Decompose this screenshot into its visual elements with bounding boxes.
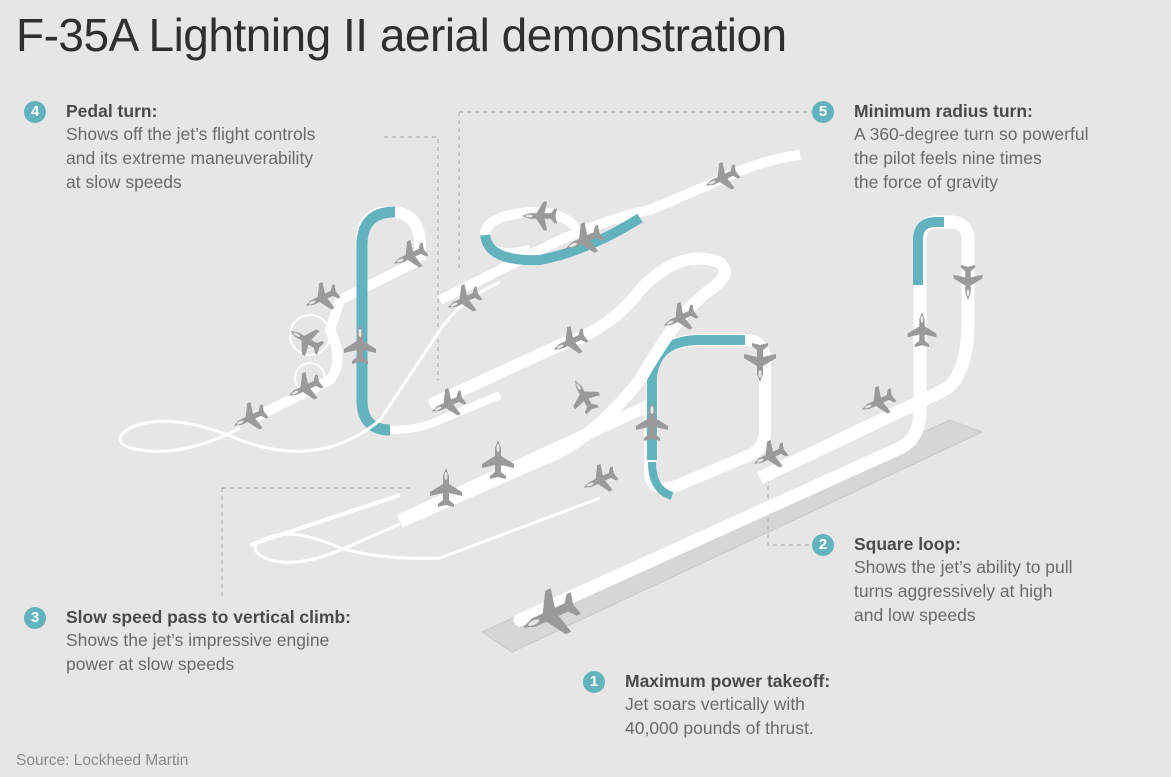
callout-text: Shows the jet’s impressive engine (66, 630, 330, 650)
callout-text: Shows the jet’s ability to pull (854, 557, 1073, 577)
page-title: F-35A Lightning II aerial demonstration (16, 9, 787, 61)
jet-icon (953, 264, 983, 300)
callout-heading: Minimum radius turn: (854, 101, 1033, 121)
callout-text: power at slow speeds (66, 654, 235, 674)
jet-icon (522, 201, 558, 231)
jet-icon (344, 325, 376, 364)
jet-icon (562, 373, 606, 419)
numbered-circle-icon: 5 (812, 101, 834, 123)
callout-heading: Maximum power takeoff: (625, 671, 831, 691)
leader-line-2 (767, 470, 812, 546)
callout-text: 40,000 pounds of thrust. (625, 718, 814, 738)
numbered-circle-icon: 4 (24, 101, 46, 123)
jet-icon (744, 343, 776, 382)
path-takeoff-climb (513, 215, 975, 627)
jet-icon (907, 312, 937, 348)
callout-text: turns aggressively at high (854, 581, 1053, 601)
callout-text: the pilot feels nine times (854, 148, 1042, 168)
jet-icon (699, 157, 744, 199)
callout-text: and its extreme maneuverability (66, 148, 314, 168)
leader-line-4 (384, 136, 439, 380)
path-minimum-radius-turn (437, 150, 801, 305)
callout-text: the force of gravity (854, 172, 998, 192)
numbered-circle-icon: 1 (583, 671, 605, 693)
callout-text: Shows off the jet’s flight controls (66, 124, 316, 144)
callout-heading: Pedal turn: (66, 101, 158, 121)
path-pedal-turn (118, 205, 502, 453)
leader-line-5 (458, 111, 812, 270)
callout-text: and low speeds (854, 605, 976, 625)
numbered-circle-icon: 3 (24, 607, 46, 629)
jet-icon (577, 459, 622, 501)
leader-lines (221, 111, 812, 596)
callout-text: A 360-degree turn so powerful (854, 124, 1089, 144)
path-slow-speed-pass (253, 252, 731, 564)
numbered-circle-icon: 2 (812, 534, 834, 556)
callout-heading: Slow speed pass to vertical climb: (66, 607, 351, 627)
callout-text: at slow speeds (66, 172, 182, 192)
source-note: Source: Lockheed Martin (16, 752, 189, 769)
callout-heading: Square loop: (854, 534, 961, 554)
callout-text: Jet soars vertically with (625, 694, 805, 714)
leader-line-3 (221, 487, 410, 596)
